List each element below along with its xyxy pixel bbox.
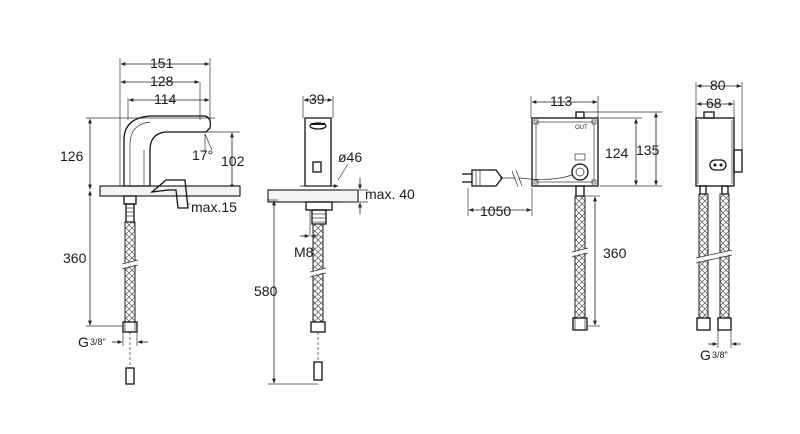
tap-body [123,115,212,187]
dim-1050: 1050 [480,203,511,219]
dim-128: 128 [150,73,174,89]
dim-151: 151 [150,55,174,71]
box-hose [574,195,586,319]
dim-360-box: 360 [603,245,627,261]
dim-102: 102 [221,153,245,169]
dim-80: 80 [710,77,726,93]
dim-46: ø46 [338,149,362,165]
power-plug [471,169,503,187]
dim-126: 126 [60,148,84,164]
control-box-side-view: 80 68 G 3/8" [695,77,743,363]
tap-side-body [304,117,332,187]
thread-fraction-box: 3/8" [712,350,728,360]
braided-hose [124,221,136,323]
control-box-side [695,117,735,187]
dim-max15: max.15 [191,199,237,215]
dim-113: 113 [550,93,573,109]
lever-handle [149,179,189,209]
out-label: OUT [575,125,588,131]
dim-360-tap: 360 [63,250,87,266]
thread-label-box: G [700,347,711,363]
cable-gland [571,163,589,181]
dim-580: 580 [254,283,278,299]
dim-124: 124 [605,145,629,161]
dim-angle-17: 17° [192,147,213,163]
dim-39: 39 [309,91,325,107]
control-box [531,117,599,187]
dim-68: 68 [706,95,722,111]
dim-135: 135 [636,142,660,158]
thread-label: G [78,334,89,350]
countertop [99,185,241,197]
control-box-front-view: 113 OUT 124 135 1050 [462,93,662,331]
dim-m8: M8 [294,244,314,260]
thread-fraction: 3/8" [90,337,106,347]
dim-114: 114 [154,91,177,107]
dim-max40: max. 40 [365,186,415,202]
sensor-window [312,161,322,173]
tap-side-view: 39 ø46 max. 40 M8 [254,91,415,385]
tap-front-view: 151 128 114 126 17° 102 max.15 360 G 3/8… [60,55,245,385]
